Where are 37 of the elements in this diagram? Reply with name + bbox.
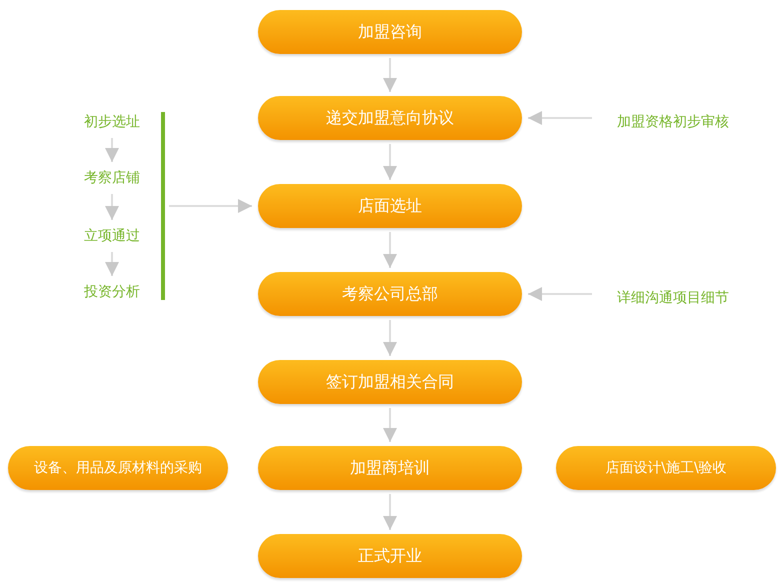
step-label: 加盟资格初步审核 xyxy=(617,113,729,131)
step-label: 详细沟通项目细节 xyxy=(617,289,729,307)
process-pill xyxy=(258,534,522,578)
step-label: 初步选址 xyxy=(84,113,140,131)
step-label: 考察店铺 xyxy=(84,169,140,187)
process-pill xyxy=(8,446,228,490)
process-pill xyxy=(556,446,776,490)
step-label: 签订加盟相关合同 xyxy=(326,372,454,392)
arrow xyxy=(383,494,397,530)
step-label: 递交加盟意向协议 xyxy=(326,108,454,128)
step-label: 加盟商培训 xyxy=(350,458,430,478)
step-label: 加盟咨询 xyxy=(358,22,422,42)
arrow xyxy=(383,58,397,92)
step-label: 考察公司总部 xyxy=(342,284,438,304)
arrow xyxy=(105,194,119,220)
arrow xyxy=(383,232,397,268)
step-label: 店面选址 xyxy=(358,196,422,216)
arrow xyxy=(105,252,119,276)
arrow xyxy=(528,111,592,125)
step-label: 设备、用品及原材料的采购 xyxy=(34,459,202,477)
process-pill xyxy=(258,96,522,140)
arrow xyxy=(383,320,397,356)
divider-bar xyxy=(161,112,165,300)
step-label: 投资分析 xyxy=(84,283,140,301)
process-pill xyxy=(258,184,522,228)
process-pill xyxy=(258,10,522,54)
step-label: 店面设计\施工\验收 xyxy=(605,459,727,477)
process-pill xyxy=(258,360,522,404)
step-label: 立项通过 xyxy=(84,227,140,245)
arrow xyxy=(528,287,592,301)
step-label: 正式开业 xyxy=(358,546,422,566)
process-pill xyxy=(258,446,522,490)
arrow xyxy=(383,408,397,442)
process-pill xyxy=(258,272,522,316)
arrow xyxy=(169,199,252,213)
arrow xyxy=(383,144,397,180)
arrow xyxy=(105,138,119,162)
